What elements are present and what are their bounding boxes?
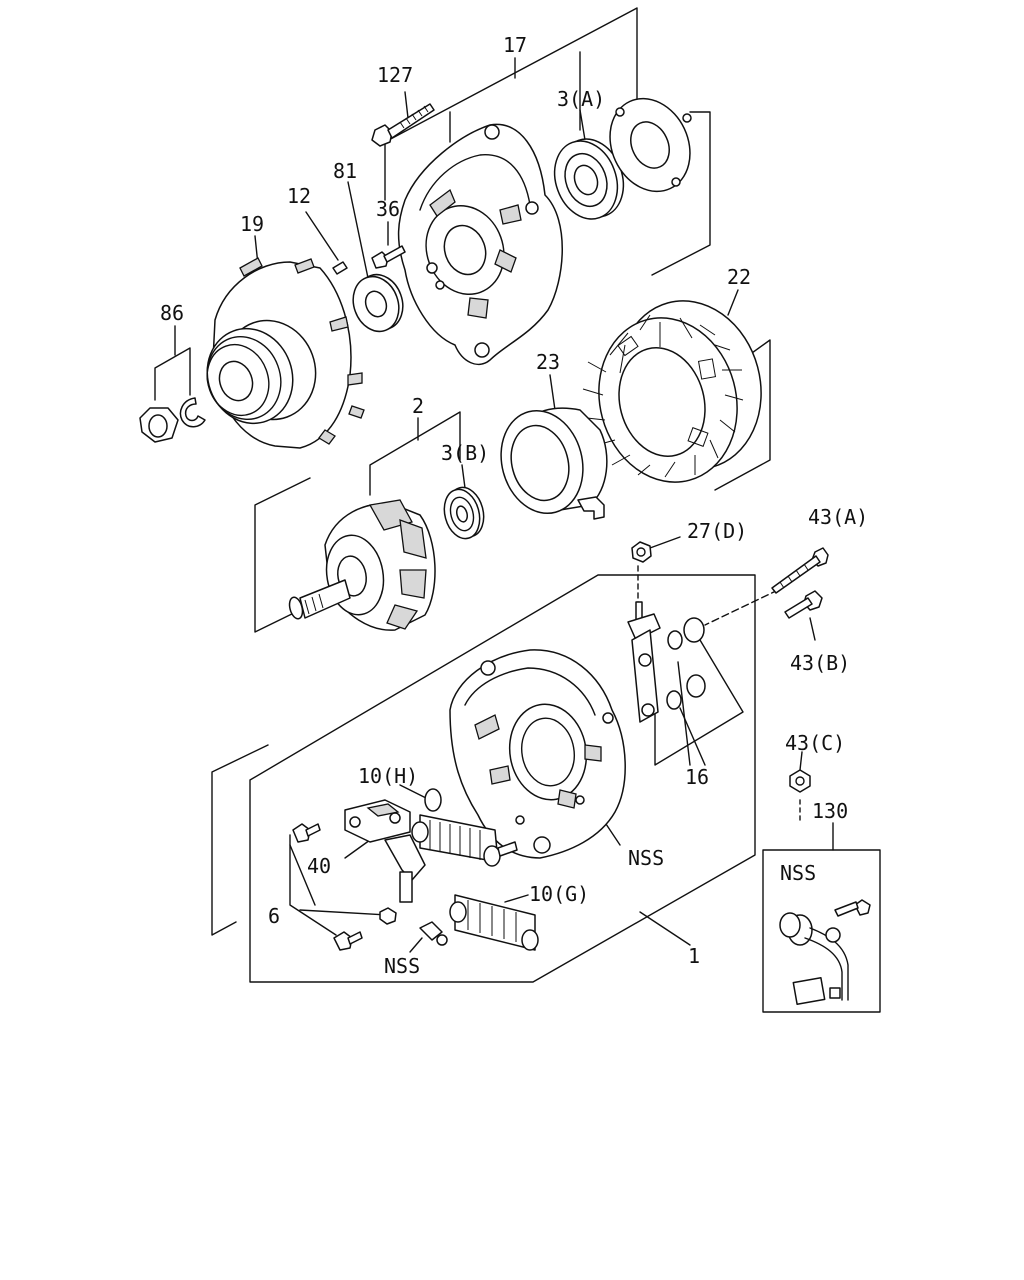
callout-labels: 17 127 3(A) 81 12 36 19 86 22 23 2 3(B) … — [160, 33, 868, 978]
rotor-2 — [288, 499, 436, 631]
label-130: 130 — [812, 799, 848, 823]
label-12: 12 — [287, 184, 311, 208]
label-40: 40 — [307, 854, 331, 878]
label-3a: 3(A) — [557, 87, 605, 111]
brush-holder-40 — [344, 799, 426, 903]
washer-86 — [179, 397, 206, 428]
label-86: 86 — [160, 301, 184, 325]
sensor-box-130 — [762, 849, 881, 1013]
rear-housing — [449, 649, 626, 859]
screw-6a — [292, 823, 321, 843]
bolt-43b — [784, 590, 823, 619]
bolt-43a — [771, 547, 829, 594]
screw-36 — [371, 245, 406, 269]
label-10g: 10(G) — [529, 882, 589, 906]
front-housing-17 — [397, 123, 563, 366]
field-coil-23 — [500, 407, 608, 520]
terminal-nss — [419, 921, 448, 946]
bearing-3b — [443, 486, 485, 540]
label-nss-terminal: NSS — [384, 954, 420, 978]
nut-86 — [139, 407, 179, 443]
label-6: 6 — [268, 904, 280, 928]
retainer-plate — [609, 97, 692, 193]
bearing-3a — [553, 138, 625, 220]
label-36: 36 — [376, 197, 400, 221]
nut-6c — [379, 907, 397, 925]
fan-pulley-19 — [206, 257, 365, 449]
label-1: 1 — [688, 944, 700, 968]
label-2: 2 — [412, 394, 424, 418]
leader-lines — [154, 7, 834, 983]
label-27d: 27(D) — [687, 519, 747, 543]
terminal-stud-16 — [627, 601, 706, 723]
label-43c: 43(C) — [785, 731, 845, 755]
rectifier-10g — [449, 894, 539, 951]
stator-22 — [582, 300, 762, 483]
screw-43c — [789, 769, 811, 793]
label-23: 23 — [536, 350, 560, 374]
bolt-127 — [371, 103, 435, 147]
label-22: 22 — [727, 265, 751, 289]
label-16: 16 — [685, 765, 709, 789]
label-3b: 3(B) — [441, 441, 489, 465]
screw-6b — [333, 931, 363, 951]
rectifier-10h — [411, 788, 518, 867]
spacer-81 — [352, 273, 404, 333]
label-10h: 10(H) — [358, 764, 418, 788]
label-43a: 43(A) — [808, 505, 868, 529]
label-127: 127 — [377, 63, 413, 87]
label-81: 81 — [333, 159, 357, 183]
label-17: 17 — [503, 33, 527, 57]
nut-27d — [631, 541, 652, 563]
label-nss-housing: NSS — [628, 846, 664, 870]
key-12 — [332, 261, 348, 275]
label-nss-sensor: NSS — [780, 861, 816, 885]
label-19: 19 — [240, 212, 264, 236]
label-43b: 43(B) — [790, 651, 850, 675]
